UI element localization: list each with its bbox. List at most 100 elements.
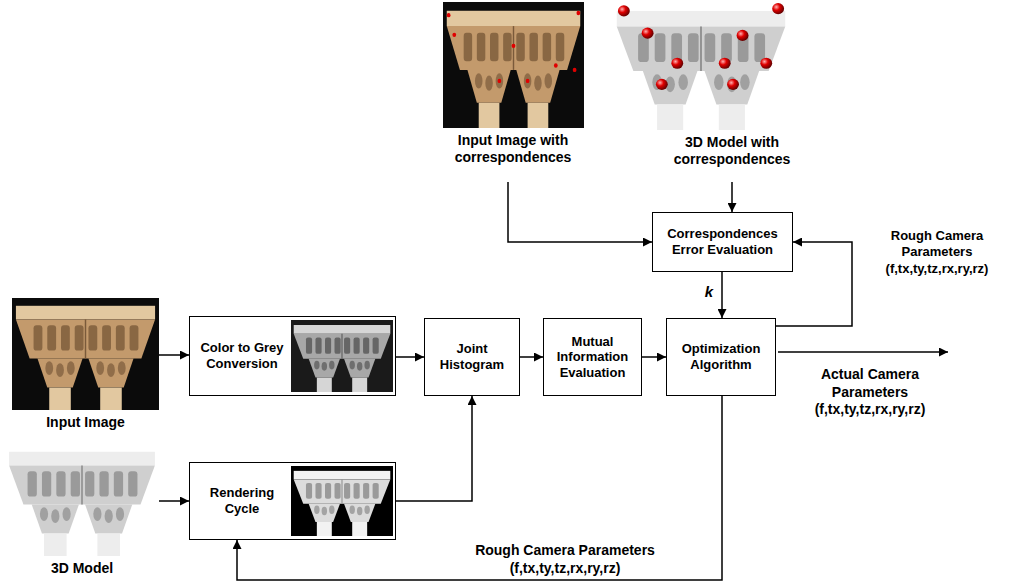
capital-leaf: [496, 73, 504, 88]
connector-arrow: [159, 354, 189, 356]
carved-figure: [88, 325, 97, 350]
column-shaft: [657, 104, 683, 130]
capital-illustration: [291, 320, 393, 392]
carved-figure: [373, 338, 379, 354]
box-label: Rendering Cycle: [194, 485, 290, 516]
column-shaft: [317, 378, 332, 392]
column-shaft: [97, 534, 120, 556]
carved-figure: [315, 483, 321, 499]
carved-figure: [28, 471, 37, 496]
connector-arrow: [642, 356, 666, 358]
correspondence-point: [719, 58, 731, 69]
process-box: Joint Histogram: [424, 318, 520, 396]
capital-leaf: [364, 361, 369, 370]
column-shaft: [317, 522, 332, 536]
image-caption: Input Image with correspondences: [433, 132, 593, 166]
carved-block: [294, 334, 391, 359]
column-shaft: [100, 388, 122, 410]
text-block: Mutual Information Evaluation: [548, 319, 637, 395]
image-figure: Input Image with correspondences: [433, 2, 593, 182]
box-label: Joint Histogram: [429, 341, 515, 372]
picture-ground: [291, 320, 393, 392]
capital-leaf: [62, 507, 70, 521]
correspondence-point: [526, 79, 530, 83]
column-shaft: [352, 522, 367, 536]
capital-leaf: [357, 507, 362, 516]
capital-illustration: [12, 298, 159, 410]
carved-figure: [102, 325, 111, 350]
capital-leaf: [364, 506, 369, 515]
column-capital: [643, 71, 698, 104]
carved-figure: [503, 33, 511, 61]
abacus: [294, 325, 391, 334]
block-divide: [700, 26, 702, 71]
output-label: Actual Camera Parameters (f,tx,ty,tz,rx,…: [782, 366, 958, 419]
capital-leaf: [45, 361, 53, 375]
carved-figure: [114, 471, 123, 496]
column-capital: [705, 71, 760, 104]
capital-leaf: [322, 362, 327, 371]
carved-figure: [354, 483, 360, 499]
capital-leaf: [534, 75, 542, 90]
carved-figure: [325, 338, 331, 354]
column-shaft: [352, 378, 367, 392]
carved-figure: [721, 33, 732, 62]
carved-figure: [516, 33, 524, 61]
carved-figure: [128, 471, 137, 496]
capital-leaf: [349, 361, 354, 370]
capital-leaf: [678, 74, 687, 90]
carved-block: [447, 26, 580, 70]
capital-leaf: [51, 509, 59, 523]
carved-figure: [543, 33, 551, 61]
correspondence-point: [737, 30, 749, 41]
carved-figure: [655, 33, 666, 62]
carved-figure: [315, 338, 321, 354]
edge-label: Rough Camera Parameters (f,tx,ty,tz,rx,r…: [420, 542, 710, 577]
text-block: Rendering Cycle: [194, 463, 290, 539]
column-capital: [309, 504, 340, 522]
carved-figure: [688, 33, 699, 62]
carved-figure: [75, 325, 84, 350]
process-box: Rendering Cycle: [189, 462, 396, 540]
edge-label: Rough Camera Parameters (f,tx,ty,tz,rx,r…: [862, 228, 1012, 277]
connector-arrow: [731, 182, 733, 212]
carved-figure: [477, 33, 485, 61]
text-block: Correspondences Error Evaluation: [657, 213, 788, 271]
correspondence-point: [447, 13, 451, 17]
capital-illustration: [5, 444, 159, 556]
carved-figure: [61, 325, 70, 350]
text-block: 3D Model: [5, 560, 159, 577]
picture-ground: [5, 444, 159, 556]
connector-arrow: [721, 272, 723, 318]
abacus: [9, 452, 155, 466]
correspondence-point: [554, 63, 558, 67]
image-caption: 3D Model: [5, 560, 159, 577]
capital-leaf: [322, 507, 327, 516]
abacus: [294, 471, 391, 480]
carved-block: [16, 319, 155, 358]
carved-figure: [344, 483, 350, 499]
carved-figure: [490, 33, 498, 61]
column-shaft: [479, 103, 500, 128]
carved-figure: [85, 471, 94, 496]
model-figure: 3D Model: [5, 444, 159, 579]
carved-block: [617, 26, 786, 71]
column-capital: [88, 358, 133, 387]
text-block: Input Image with correspondences: [433, 132, 593, 166]
process-box: Mutual Information Evaluation: [543, 318, 642, 396]
column-capital: [37, 358, 82, 387]
capital-leaf: [107, 363, 115, 377]
capital-leaf: [96, 361, 104, 375]
column-capital: [344, 359, 375, 378]
capital-leaf: [545, 73, 553, 88]
carved-figure: [344, 338, 350, 354]
correspondence-point: [573, 68, 577, 72]
capital-leaf: [329, 506, 334, 515]
capital-leaf: [314, 361, 319, 370]
box-label: Optimization Algorithm: [671, 341, 771, 372]
carved-figure: [705, 33, 716, 62]
column-capital: [467, 70, 510, 103]
correspondence-point: [772, 3, 784, 14]
connector-arrow: [520, 356, 543, 358]
carved-block: [294, 479, 391, 503]
